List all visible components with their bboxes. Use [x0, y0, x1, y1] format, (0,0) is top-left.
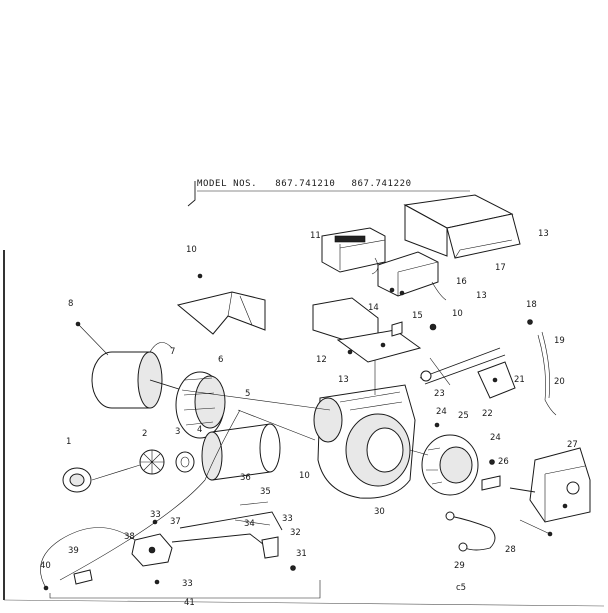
- callout-10-lower: 10: [299, 471, 310, 481]
- callout-10-right: 10: [452, 309, 463, 319]
- part-12-mounting-plate: [312, 297, 422, 363]
- callout-8: 8: [68, 299, 73, 309]
- assembly-guide-lines: [59, 360, 429, 581]
- callout-38: 38: [124, 532, 135, 542]
- part-5-air-tube: [201, 409, 316, 481]
- part-23-electrode-assembly: [419, 347, 506, 386]
- callout-26: 26: [498, 457, 509, 467]
- callout-33-bottom: 33: [182, 579, 193, 589]
- callout-32: 32: [290, 528, 301, 538]
- callout-35: 35: [260, 487, 271, 497]
- part-32-bracket: [261, 536, 296, 571]
- callout-11: 11: [310, 231, 321, 241]
- part-30-burner-housing: [313, 384, 416, 499]
- callout-25: 25: [458, 411, 469, 421]
- callout-40: 40: [40, 561, 51, 571]
- callout-20: 20: [554, 377, 565, 387]
- part-7-motor: [75, 321, 183, 409]
- part-26-fitting: [434, 422, 501, 491]
- callout-24-upper: 24: [436, 407, 447, 417]
- callout-36: 36: [240, 473, 251, 483]
- callout-15: 15: [412, 311, 423, 321]
- callout-6: 6: [218, 355, 223, 365]
- part-1-coupling: [62, 467, 92, 493]
- part-22-electrode-bracket: [477, 361, 516, 399]
- callout-21: 21: [514, 375, 525, 385]
- callout-2: 2: [142, 429, 147, 439]
- part-16-ignition-transformer: [377, 251, 447, 301]
- callout-5: 5: [245, 389, 250, 399]
- callout-10-upper: 10: [186, 245, 197, 255]
- footer-code: c5: [456, 583, 466, 593]
- callout-19: 19: [554, 336, 565, 346]
- callout-4: 4: [197, 425, 202, 435]
- callout-31: 31: [296, 549, 307, 559]
- callout-41: 41: [184, 598, 195, 608]
- model-number-2: 867.741220: [351, 179, 412, 189]
- part-2-fitting: [139, 449, 165, 475]
- callout-12: 12: [316, 355, 327, 365]
- callout-16: 16: [456, 277, 467, 287]
- callout-13-lower: 13: [338, 375, 349, 385]
- part-mounting-bracket-upper: [176, 273, 266, 335]
- callout-7: 7: [170, 347, 175, 357]
- part-28-oil-line: [445, 511, 496, 552]
- model-numbers-heading: MODEL NOS. 867.741210 867.741220: [197, 179, 412, 189]
- callout-27: 27: [567, 440, 578, 450]
- part-6-blower-wheel: [175, 371, 226, 439]
- callout-17: 17: [495, 263, 506, 273]
- model-number-1: 867.741210: [275, 179, 336, 189]
- callout-37: 37: [170, 517, 181, 527]
- heading-bracket: [187, 181, 196, 207]
- callout-34: 34: [244, 519, 255, 529]
- part-27-fuel-pump: [509, 447, 591, 537]
- callout-28: 28: [505, 545, 516, 555]
- callout-13-top: 13: [538, 229, 549, 239]
- callout-33-left: 33: [150, 510, 161, 520]
- callout-33-right: 33: [282, 514, 293, 524]
- part-39-nipple: [40, 527, 136, 591]
- part-3-ring: [175, 451, 195, 473]
- callout-39: 39: [68, 546, 79, 556]
- callout-30: 30: [374, 507, 385, 517]
- callout-3: 3: [175, 427, 180, 437]
- callout-14: 14: [368, 303, 379, 313]
- callout-29: 29: [454, 561, 465, 571]
- part-15-bracket: [391, 321, 437, 337]
- callout-22: 22: [482, 409, 493, 419]
- callout-labels: 1 2 3 4 5 6 7 8 10 10 10 11 12 13 13 13 …: [40, 229, 578, 608]
- part-36-linkage-rod: [171, 501, 283, 549]
- part-17-cover: [403, 194, 521, 259]
- callout-41-bracket: [49, 580, 321, 599]
- callout-18: 18: [526, 300, 537, 310]
- callout-23: 23: [434, 389, 445, 399]
- model-label: MODEL NOS.: [197, 179, 258, 189]
- part-11-primary-control: [321, 227, 386, 275]
- callout-13-mid: 13: [476, 291, 487, 301]
- part-25-flange: [421, 434, 479, 496]
- part-20-cable: [527, 319, 557, 416]
- part-38-valve-body: [131, 519, 173, 585]
- bottom-frame-rule: [3, 599, 605, 607]
- callout-24-lower: 24: [490, 433, 501, 443]
- callout-1: 1: [66, 437, 71, 447]
